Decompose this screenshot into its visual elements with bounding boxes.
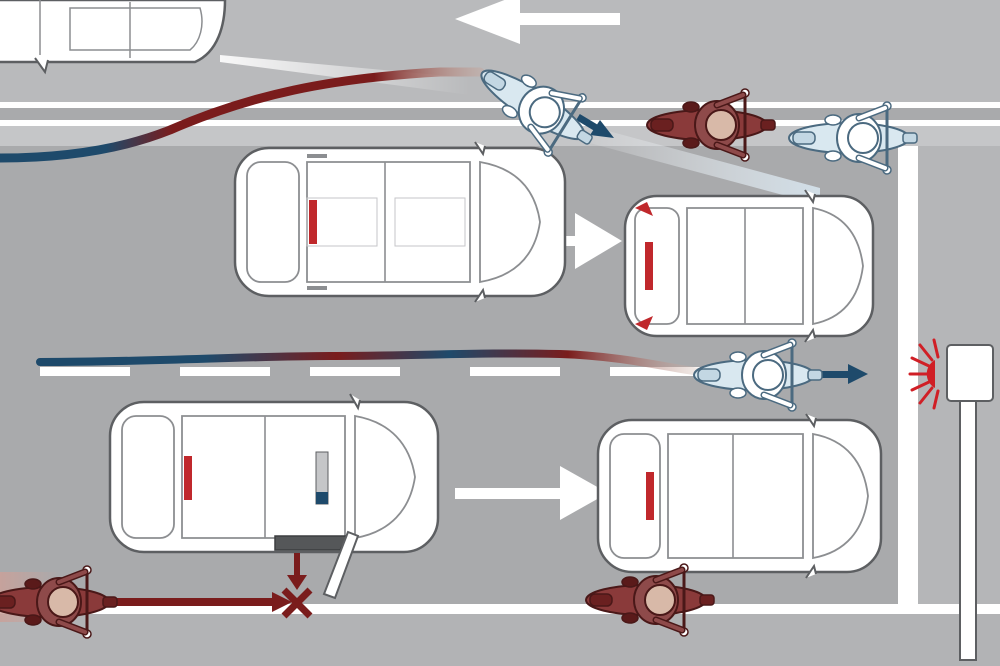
car-upper-right	[623, 189, 875, 343]
tail-light	[309, 200, 317, 244]
kerb-bottom	[0, 604, 1000, 614]
arrow-left-icon	[455, 0, 620, 44]
rider-red-bottom-right	[585, 563, 715, 637]
lane-line-top-2	[0, 120, 1000, 126]
open-door	[274, 530, 360, 600]
oncoming-car	[0, 0, 227, 75]
lane-dashes	[40, 367, 700, 376]
tail-light	[646, 472, 654, 520]
sight-cone-oncoming	[220, 55, 470, 95]
stop-line	[898, 146, 918, 606]
sight-cone-upper	[560, 118, 820, 205]
rider-red-bottom-left	[0, 565, 118, 639]
rider-path-bottom	[100, 592, 292, 612]
rider-path-middle	[36, 349, 704, 376]
rider-blue-top	[480, 69, 593, 157]
collision-x-icon	[281, 553, 313, 619]
car-upper-left	[233, 141, 567, 303]
riders	[0, 69, 918, 639]
car-lower-right	[596, 413, 883, 579]
kerb-bottom-area	[0, 614, 1000, 666]
rider-path-top	[0, 67, 485, 163]
rider-red-top	[646, 88, 776, 162]
tail-light	[184, 456, 192, 500]
rider-blue-middle	[693, 338, 823, 412]
tail-light	[645, 242, 653, 290]
car-lower-left	[108, 393, 440, 600]
rider-path-top-arrow	[576, 113, 614, 138]
rider-blue-front	[788, 101, 918, 175]
traffic-signal-icon	[908, 338, 994, 661]
lane-line-top	[0, 102, 1000, 108]
arrow-right-icon-lower	[455, 466, 608, 520]
